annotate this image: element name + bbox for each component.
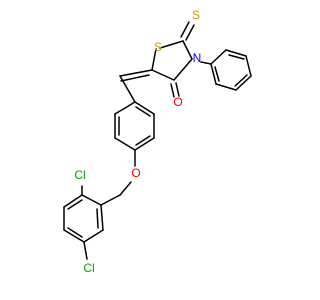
bond-lower-ring-inner-3 (96, 208, 99, 229)
bond-lower-ring-inner-1 (67, 199, 83, 210)
bond-nph-5 (215, 83, 237, 91)
bond-lower-ring-1 (81, 194, 102, 206)
atom-o-carbonyl: O (173, 95, 182, 109)
atom-cl-lower: Cl (83, 261, 94, 275)
bond-upper-ring-6 (114, 101, 136, 115)
bond-ring-s-c2 (159, 40, 184, 49)
bond-nph-inner-3 (214, 66, 220, 82)
bond-alkene-1 (119, 69, 153, 77)
bond-nph-6 (210, 63, 217, 85)
bond-upper-ring-inner-1 (135, 106, 151, 117)
bond-c5-ring-s (151, 48, 157, 71)
bond-upper-ring-4 (114, 137, 136, 151)
bond-lower-ring-4 (63, 229, 85, 243)
bond-nph-3 (245, 55, 252, 77)
bond-nph-inner-2 (234, 74, 248, 87)
bond-c2-n (182, 40, 193, 60)
atom-o-ether: O (131, 166, 140, 180)
bond-ch2-to-lower-ring (100, 194, 121, 206)
atom-labels: S S N O O Cl Cl (74, 8, 201, 275)
bond-lower-ring-inner-2 (67, 227, 83, 238)
bond-lower-ring-5 (83, 229, 104, 243)
bond-c4-c5 (151, 69, 175, 81)
atom-cl-upper: Cl (74, 168, 85, 182)
bond-upper-ring-inner-2 (135, 135, 151, 146)
bonds (63, 21, 252, 260)
bond-lower-ring-2 (63, 194, 83, 208)
bond-nph-1 (210, 49, 227, 65)
bond-nph-2 (225, 49, 247, 57)
bond-n-c4 (173, 58, 193, 81)
bond-cl2 (83, 241, 88, 260)
bond-thione-2 (180, 21, 190, 38)
bond-lower-ring-6 (100, 204, 104, 231)
bond-n-phenyl (200, 61, 212, 65)
bond-carbonyl-1 (175, 82, 180, 97)
bond-alkene-2 (120, 74, 150, 82)
chemical-structure-diagram: S S N O O Cl Cl (63, 8, 252, 275)
bond-vinyl-to-ring (119, 75, 136, 103)
atom-n: N (193, 51, 202, 65)
atom-s-ring: S (154, 40, 162, 54)
atom-s-thione: S (192, 8, 200, 22)
bond-upper-ring-3 (134, 137, 155, 151)
bond-upper-ring-1 (134, 101, 155, 115)
bond-ether-o-to-ch2 (119, 181, 132, 196)
bond-carbonyl-2 (170, 83, 175, 98)
bond-nph-4 (235, 75, 252, 91)
bond-thione-1 (185, 24, 195, 41)
bond-nph-inner-1 (228, 54, 245, 60)
